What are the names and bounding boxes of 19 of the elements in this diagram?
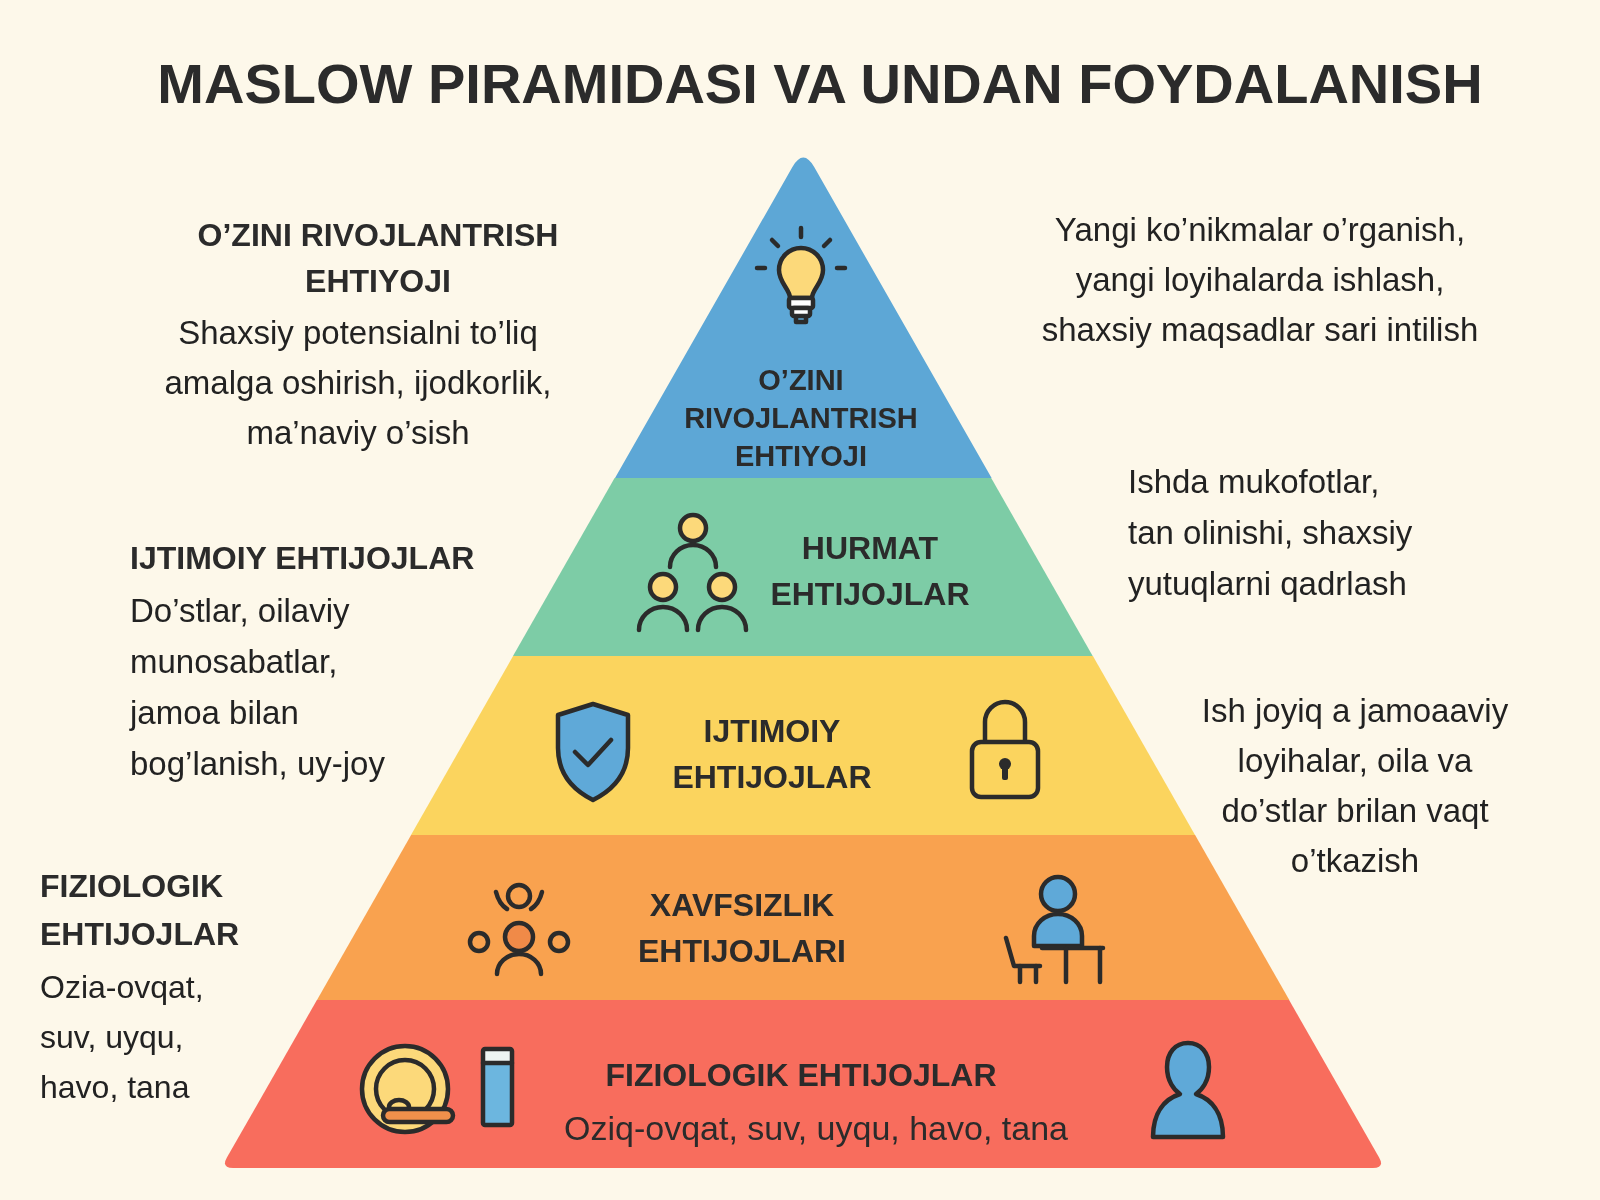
level-title: O’ZINI RIVOJLANTRISH EHTIYOJI <box>683 363 919 474</box>
example-text: Yangi ko’nikmalar o’rganish, yangi loyihalarda ishlash, shaxsiy maqsadlar sari intilish <box>1040 210 1480 350</box>
need-heading: FIZIOLOGIK EHTIJOJLAR <box>40 867 241 954</box>
need-heading: O’ZINI RIVOJLANTRISH EHTIYOJI <box>196 216 560 301</box>
level-title: HURMAT EHTIJOJLAR <box>769 529 971 614</box>
need-description: Ozia-ovqat, suv, uyqu, havo, tana <box>40 968 205 1107</box>
pyramid-level <box>411 656 1195 835</box>
need-description: Shaxsiy potensialni to’liq amalga oshirish, ijodkorlik, ma’naviy o’sish <box>163 313 553 453</box>
pyramid-level <box>513 478 1093 656</box>
need-description: Do’stlar, oilaviy munosabatlar, jamoa bilan bog’lanish, uy-joy <box>130 591 386 784</box>
example-text: Ishda mukofotlar, tan olinishi, shaxsiy yutuqlarni qadrlash <box>1128 462 1414 604</box>
level-title: FIZIOLOGIK EHTIJOJLAR <box>604 1056 998 1095</box>
need-heading: IJTIMOIY EHTIJOJLAR <box>130 539 476 578</box>
title: MASLOW PIRAMIDASI VA UNDAN FOYDALANISH <box>156 51 1484 117</box>
level-title: XAVFSIZLIK EHTIJOJLARI <box>636 886 847 971</box>
level-description: Oziq-ovqat, suv, uyqu, havo, tana <box>563 1108 1069 1149</box>
example-text: Ish joyiq a jamoaaviy loyihalar, oila va do’stlar brilan vaqt o’tkazish <box>1200 691 1510 881</box>
pyramid-level <box>316 835 1290 1000</box>
level-title: IJTIMOIY EHTIJOJLAR <box>671 712 873 797</box>
